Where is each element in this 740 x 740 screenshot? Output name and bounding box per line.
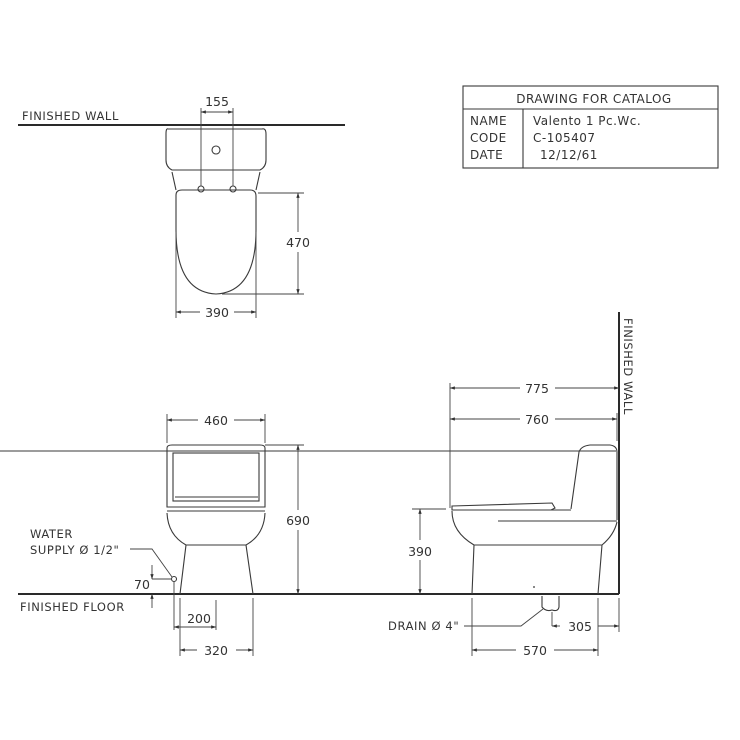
side-seat [451, 502, 556, 511]
water-supply-inlet [170, 575, 178, 583]
dim-70: 70 [134, 577, 150, 592]
name-value: Valento 1 Pc.Wc. [533, 114, 641, 128]
front-tank [166, 444, 266, 508]
dim-155: 155 [205, 94, 229, 109]
finished-floor-label: FINISHED FLOOR [20, 600, 125, 614]
dim-460: 460 [204, 413, 228, 428]
water-supply-label-1: WATER [30, 527, 73, 541]
drain-pipe [541, 596, 560, 612]
title-block-heading: DRAWING FOR CATALOG [516, 92, 671, 106]
water-supply-label-2: SUPPLY Ø 1/2" [30, 543, 119, 557]
dim-390-seat-height: 390 [408, 544, 432, 559]
finished-wall-label-top: FINISHED WALL [22, 109, 119, 123]
dim-775: 775 [525, 381, 549, 396]
dim-305: 305 [568, 619, 592, 634]
dim-570: 570 [523, 643, 547, 658]
dim-690: 690 [286, 513, 310, 528]
name-label: NAME [470, 114, 507, 128]
dim-200: 200 [187, 611, 211, 626]
seat-outline [175, 189, 257, 295]
title-block: DRAWING FOR CATALOG NAME Valento 1 Pc.Wc… [462, 85, 719, 169]
code-label: CODE [470, 131, 507, 145]
front-bowl [166, 512, 266, 595]
drain-label: DRAIN Ø 4" [388, 619, 459, 633]
top-view: FINISHED WALL 155 470 390 [18, 94, 345, 320]
side-tank [570, 444, 618, 520]
dim-760: 760 [525, 412, 549, 427]
code-value: C-105407 [533, 131, 596, 145]
front-view: FINISHED FLOOR 460 690 WATER SUPPLY Ø 1/… [18, 413, 352, 658]
dim-390: 390 [205, 305, 229, 320]
finished-wall-label-side: FINISHED WALL [621, 318, 635, 415]
dim-470: 470 [286, 235, 310, 250]
tank-outline [165, 128, 267, 171]
flush-button-icon [211, 145, 221, 155]
date-value: 12/12/61 [540, 148, 598, 162]
dim-320: 320 [204, 643, 228, 658]
side-view: FINISHED WALL 775 760 390 DRAIN Ø 4" [0, 312, 635, 658]
date-label: DATE [470, 148, 503, 162]
